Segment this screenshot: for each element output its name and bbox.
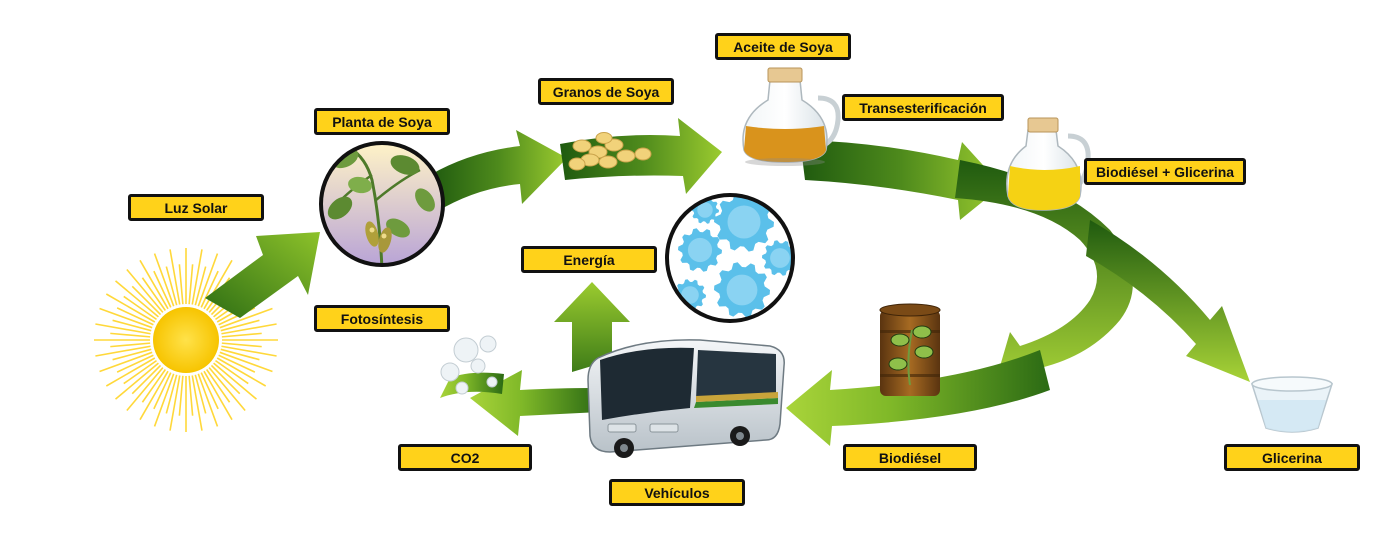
sun-ray: [112, 348, 152, 361]
sun-ray: [99, 307, 153, 329]
sun-ray: [105, 357, 156, 387]
sun-ray: [95, 323, 151, 335]
sun-core: [153, 307, 219, 373]
sun-ray: [208, 367, 246, 411]
sun-ray: [200, 270, 219, 308]
sun-ray: [221, 342, 262, 348]
sun-ray: [123, 295, 157, 321]
arrow-bus-to-energy: [554, 282, 630, 372]
sunlight-arrow: [205, 232, 320, 318]
label-aceite-de-soya: Aceite de Soya: [715, 33, 851, 60]
label-granos-de-soya: Granos de Soya: [538, 78, 674, 105]
arrow-plant-to-beans: [430, 130, 567, 212]
sun-ray: [191, 249, 203, 305]
label-luz-solar: Luz Solar: [128, 194, 264, 221]
arrow-to-glycerin: [1086, 220, 1250, 382]
sun-ray: [141, 277, 167, 311]
sun-ray: [110, 332, 151, 338]
sun-ray: [115, 280, 159, 318]
label-co2: CO2: [398, 444, 532, 471]
sun-ray: [153, 253, 175, 307]
sun-ray: [126, 367, 164, 411]
gears-icon: [665, 193, 795, 323]
oil-jug-icon: [742, 67, 841, 166]
biodiesel-jug-icon: [1006, 117, 1091, 211]
soy-plant-icon: [319, 141, 445, 267]
sun-ray: [110, 342, 151, 348]
sun-ray: [112, 319, 152, 332]
sun-ray: [105, 293, 156, 323]
sun-ray: [126, 269, 164, 313]
sun-ray: [203, 259, 233, 310]
sun-ray: [194, 266, 207, 306]
sun-ray: [153, 270, 172, 308]
sun-ray: [197, 373, 219, 427]
sun-ray: [153, 372, 172, 410]
gear-hub: [770, 248, 790, 268]
sun-ray: [210, 364, 241, 395]
sun-ray: [213, 362, 257, 400]
gear-hub: [687, 237, 713, 263]
sun-ray: [197, 253, 219, 307]
sun-ray: [169, 249, 181, 305]
sun-ray: [200, 372, 219, 410]
label-biodiesel: Biodiésel: [843, 444, 977, 471]
sun-ray: [194, 374, 207, 414]
label-energia: Energía: [521, 246, 657, 273]
glycerin-bowl-icon: [1250, 376, 1334, 433]
sun-ray: [141, 369, 167, 403]
sun-ray: [221, 323, 277, 335]
sun-ray: [221, 345, 277, 357]
sun-ray: [215, 359, 249, 385]
sun-ray: [123, 359, 157, 385]
sun-ray: [191, 375, 203, 431]
sun-ray: [219, 351, 273, 373]
sun-ray: [203, 370, 233, 421]
sun-ray: [131, 364, 162, 395]
sun-ray: [216, 357, 267, 387]
arrow-barrel-to-bus: [786, 350, 1050, 446]
sun-ray: [221, 332, 262, 338]
soybeans-icon: [568, 132, 652, 171]
sun-ray: [131, 285, 162, 316]
sun-ray: [218, 354, 256, 373]
label-vehiculos: Vehículos: [609, 479, 745, 506]
sun-ray: [139, 370, 169, 421]
sun-ray: [178, 264, 184, 305]
sun-ray: [205, 369, 231, 403]
label-planta-de-soya: Planta de Soya: [314, 108, 450, 135]
sun-ray: [116, 307, 154, 326]
sun-ray: [116, 354, 154, 373]
gear-hub: [727, 205, 761, 239]
sun-ray: [99, 351, 153, 373]
arrow-biodiesel-loop: [955, 160, 1133, 388]
sun-ray: [178, 375, 184, 416]
barrel-icon: [879, 303, 941, 396]
sun-ray: [115, 362, 159, 400]
sun-ray: [165, 266, 178, 306]
sun-ray: [220, 319, 260, 332]
sun-ray: [169, 375, 181, 431]
sun-ray: [153, 373, 175, 427]
sun-ray: [188, 264, 194, 305]
sun-ray: [95, 345, 151, 357]
sun-ray: [139, 259, 169, 310]
gear-hub: [697, 202, 713, 218]
label-glicerina: Glicerina: [1224, 444, 1360, 471]
co2-bubbles-icon: [440, 335, 498, 395]
gear-hub: [681, 286, 699, 304]
label-transesterificacion: Transesterificación: [842, 94, 1004, 121]
label-fotosintesis: Fotosíntesis: [314, 305, 450, 332]
bus-icon: [587, 339, 785, 458]
sun-icon: [94, 248, 278, 432]
arrow-oil-to-transesterification: [800, 140, 1002, 220]
sun-ray: [219, 307, 273, 329]
sun-ray: [188, 375, 194, 416]
sun-ray: [220, 348, 260, 361]
gear-hub: [726, 274, 758, 306]
label-biodiesel-glicerina: Biodiésel + Glicerina: [1084, 158, 1246, 185]
sun-ray: [165, 374, 178, 414]
